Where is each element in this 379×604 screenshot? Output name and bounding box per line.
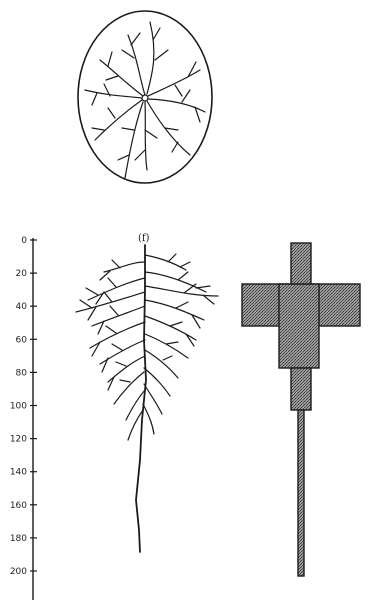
plan-roots (85, 22, 205, 178)
depth-tick-label: 200 (10, 567, 27, 577)
distribution-band-top-narrow (291, 243, 311, 284)
depth-tick-label: 180 (10, 534, 27, 544)
depth-tick-label: 20 (16, 269, 28, 279)
depth-tick-label: 80 (16, 368, 28, 378)
depth-tick-label: 140 (10, 468, 27, 478)
distribution-band-mid (279, 284, 319, 368)
depth-axis: 0 20 40 60 80 100 120 140 160 180 200 (10, 236, 37, 600)
root-plan-view (78, 11, 212, 183)
depth-tick-label: 120 (10, 435, 27, 445)
root-side-view (76, 245, 218, 552)
distribution-band-lower-narrow (291, 368, 311, 410)
root-spread-ellipse (78, 11, 212, 183)
depth-tick-label: 0 (21, 236, 27, 246)
depth-tick-label: 100 (10, 402, 27, 412)
distribution-band-deep-thin (298, 410, 304, 576)
root-distribution-schematic (242, 243, 360, 576)
depth-tick-label: 40 (16, 302, 28, 312)
depth-tick-label: 160 (10, 501, 27, 511)
panel-label: (f) (138, 233, 150, 244)
depth-tick-label: 60 (16, 335, 28, 345)
